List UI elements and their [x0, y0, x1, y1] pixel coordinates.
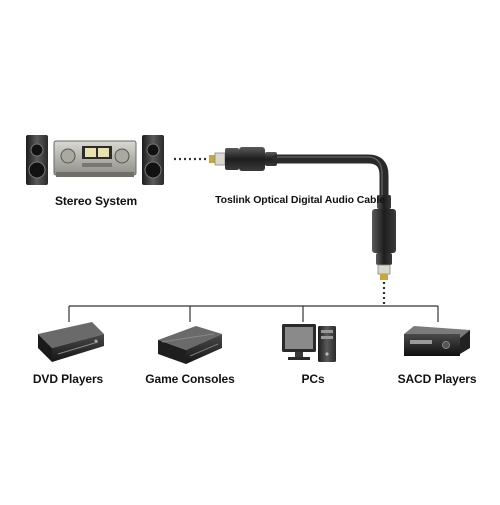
distribution-bus — [68, 305, 439, 322]
cable-label: Toslink Optical Digital Audio Cable — [215, 194, 385, 206]
device-label-pcs: PCs — [301, 372, 325, 386]
device-label-game-consoles: Game Consoles — [145, 372, 235, 386]
game-console-icon — [158, 326, 222, 364]
stereo-system-label: Stereo System — [54, 194, 138, 208]
toslink-cable-icon — [209, 147, 396, 280]
dvd-player-icon — [38, 322, 104, 362]
device-label-dvd-players: DVD Players — [32, 372, 104, 386]
stereo-system-icon — [26, 135, 164, 185]
pc-icon — [282, 324, 336, 362]
device-label-sacd-players: SACD Players — [397, 372, 477, 386]
sacd-player-icon — [404, 326, 470, 356]
